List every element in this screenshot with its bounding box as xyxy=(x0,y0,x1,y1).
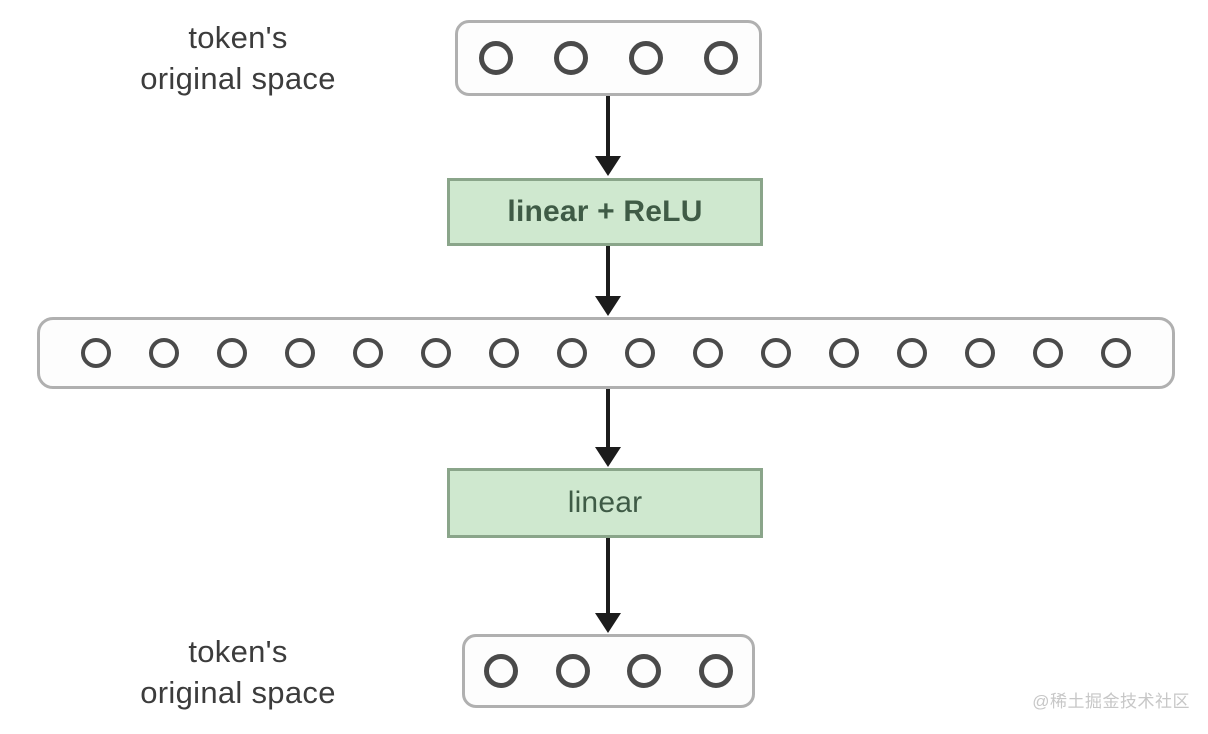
node-circle xyxy=(81,338,111,368)
op-linear-box: linear xyxy=(447,468,763,538)
arrow-head-icon xyxy=(595,447,621,467)
node-circle xyxy=(829,338,859,368)
node-circle xyxy=(693,338,723,368)
node-circle xyxy=(625,338,655,368)
caption-bottom-token-space: token's original space xyxy=(140,634,336,710)
input-token-vector-box xyxy=(455,20,762,96)
node-circle xyxy=(149,338,179,368)
node-circle xyxy=(704,41,739,75)
arrow-linear-relu-to-hidden xyxy=(593,246,623,316)
arrow-shaft xyxy=(606,96,610,158)
node-circle xyxy=(353,338,383,368)
node-circle xyxy=(629,41,664,75)
arrow-head-icon xyxy=(595,156,621,176)
node-circle xyxy=(489,338,519,368)
node-circle xyxy=(965,338,995,368)
node-circle xyxy=(1101,338,1131,368)
output-token-vector-box xyxy=(462,634,755,708)
node-circle xyxy=(627,654,662,688)
node-circle xyxy=(553,41,588,75)
op-linear-label: linear xyxy=(567,486,643,519)
node-circle xyxy=(1033,338,1063,368)
arrow-head-icon xyxy=(595,296,621,316)
node-circle xyxy=(699,654,734,688)
arrow-shaft xyxy=(606,246,610,298)
arrow-shaft xyxy=(606,389,610,449)
node-circle xyxy=(217,338,247,368)
watermark-text: @稀土掘金技术社区 xyxy=(1032,692,1190,711)
arrow-hidden-to-linear xyxy=(593,389,623,467)
expanded-hidden-vector-box xyxy=(37,317,1175,389)
caption-top-token-space: token's original space xyxy=(140,20,336,96)
node-circle xyxy=(761,338,791,368)
arrow-shaft xyxy=(606,538,610,615)
arrow-head-icon xyxy=(595,613,621,633)
node-circle xyxy=(483,654,518,688)
node-circle xyxy=(421,338,451,368)
arrow-linear-to-output xyxy=(593,538,623,633)
node-circle xyxy=(557,338,587,368)
op-linear-relu-box: linear + ReLU xyxy=(447,178,763,246)
node-circle xyxy=(478,41,513,75)
node-circle xyxy=(897,338,927,368)
node-circle xyxy=(555,654,590,688)
arrow-input-to-linear-relu xyxy=(593,96,623,176)
node-circle xyxy=(285,338,315,368)
op-linear-relu-label: linear + ReLU xyxy=(507,195,703,228)
